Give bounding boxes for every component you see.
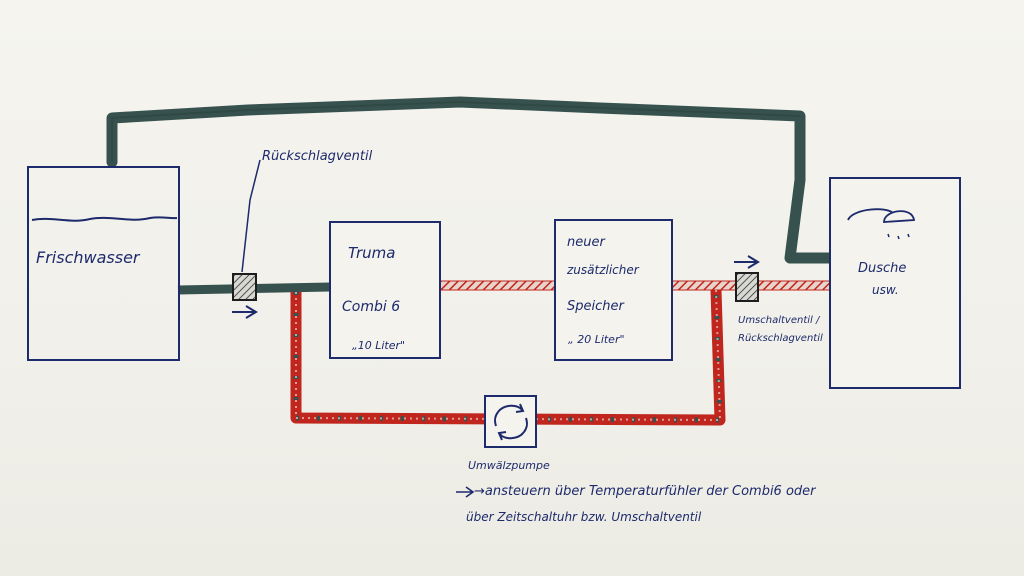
storage-label-1: neuer — [567, 235, 605, 250]
note-line-1: →ansteuern über Temperaturfühler der Com… — [474, 484, 816, 499]
tank-label: Frischwasser — [36, 248, 140, 267]
circulation-pump — [484, 395, 537, 448]
storage-label-4: „ 20 Liter" — [568, 333, 625, 346]
truma-label-2: Combi 6 — [342, 299, 401, 315]
hot-pipe-truma-storage — [439, 280, 556, 291]
switch-valve — [735, 272, 759, 302]
fresh-water-tank — [27, 166, 180, 361]
pump-label: Umwälzpumpe — [468, 459, 550, 472]
water-level-line — [31, 216, 178, 222]
valve-2-label-2: Rückschlagventil — [738, 333, 823, 344]
storage-box — [554, 219, 673, 361]
note-line-2: über Zeitschaltuhr bzw. Umschaltventil — [466, 510, 702, 524]
truma-combi-box — [329, 221, 441, 359]
shower-box — [829, 177, 961, 389]
check-valve-1 — [232, 273, 257, 301]
truma-label-3: „10 Liter" — [352, 339, 406, 352]
valve-2-label-1: Umschaltventil / — [738, 315, 820, 326]
leader-line-1 — [241, 159, 261, 273]
storage-label-2: zusätzlicher — [567, 263, 639, 277]
truma-label-1: Truma — [348, 244, 396, 262]
flow-arrow-2 — [734, 255, 760, 269]
flow-arrow-1 — [232, 305, 258, 319]
shower-head-icon — [847, 208, 916, 223]
top-cold-pipe — [106, 96, 836, 264]
storage-label-3: Speicher — [567, 299, 624, 314]
shower-label-2: usw. — [872, 283, 899, 297]
pump-rotation-icon — [497, 403, 525, 441]
shower-label-1: Dusche — [858, 261, 907, 276]
note-arrow — [456, 486, 475, 498]
check-valve-1-label: Rückschlagventil — [262, 149, 373, 164]
